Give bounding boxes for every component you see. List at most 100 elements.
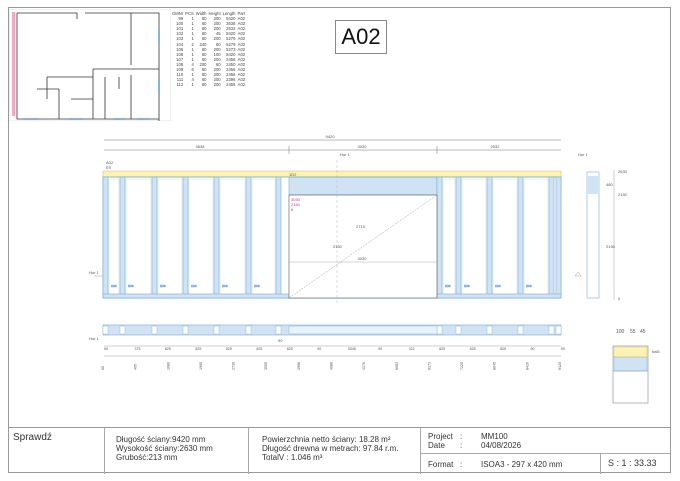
plan-dim-label: 90 xyxy=(561,347,565,351)
plan-dim-label: 825 xyxy=(470,347,476,351)
section-tag: bal5 xyxy=(652,349,660,354)
right-dim-2: 480 xyxy=(606,182,613,187)
pieces-cell: 9420 xyxy=(226,16,236,22)
plan-dim-label: 3046 xyxy=(348,347,356,351)
wall-panel xyxy=(125,178,152,297)
stud-label: 1D8 xyxy=(445,284,451,288)
plan-dim-label: 825 xyxy=(287,347,293,351)
plan-stud xyxy=(455,325,462,335)
plan-dim-label: 90 xyxy=(378,347,382,351)
date-label: Date xyxy=(428,441,445,450)
pieces-cell: 101 xyxy=(176,26,184,32)
pieces-cell: 8420 xyxy=(226,31,236,37)
wall-stud xyxy=(182,176,189,299)
pieces-cell: 2456 xyxy=(226,82,236,88)
pieces-cell: 1 xyxy=(191,46,194,52)
pieces-cell: 4 xyxy=(191,77,194,83)
plan-dim-label: 90 xyxy=(531,347,535,351)
pieces-cell: 1 xyxy=(191,56,194,62)
section-dim-2: 55 xyxy=(630,329,636,335)
pieces-cell: 1 xyxy=(191,36,194,42)
plan-top-dim: 90 xyxy=(278,338,283,343)
pieces-cell: 4 xyxy=(191,61,194,67)
pieces-cell: 60 xyxy=(201,46,207,52)
pieces-header-cell: GMNr xyxy=(172,11,184,16)
pieces-cell: A02 xyxy=(237,67,246,73)
pieces-cell: A02 xyxy=(237,16,246,22)
pieces-cell: 1 xyxy=(191,16,194,22)
wall-panel xyxy=(219,178,246,297)
plan-dim-label: 825 xyxy=(256,347,262,351)
pieces-cell: 3638 xyxy=(226,21,236,27)
wall-stud xyxy=(486,176,493,299)
pieces-cell: 1 xyxy=(191,82,194,88)
plan-stud xyxy=(182,325,189,335)
pieces-cell: 102 xyxy=(176,31,184,37)
plan-stud xyxy=(555,325,562,335)
pieces-cell: 45 xyxy=(215,31,221,37)
plan-stud xyxy=(517,325,524,335)
pieces-cell: 240 xyxy=(199,41,207,47)
pieces-cell: 200 xyxy=(213,21,221,27)
pieces-cell: 60 xyxy=(201,21,207,27)
pieces-cell: A02 xyxy=(237,36,246,42)
pieces-cell: 2456 xyxy=(226,72,236,78)
pieces-cell: 2396 xyxy=(226,77,236,83)
wall-stud xyxy=(275,176,282,299)
plan-dim-label: 4176 xyxy=(362,362,366,370)
total-volume: TotalV : 1.046 m³ xyxy=(262,453,323,462)
pieces-cell: 8420 xyxy=(226,51,236,57)
plan-dim-label: 3555 xyxy=(264,362,268,370)
pieces-cell: 2456 xyxy=(226,67,236,73)
plan-dim-label: 825 xyxy=(195,347,201,351)
plan-dim-label: 8045 xyxy=(493,362,497,370)
pieces-cell: 60 xyxy=(201,72,207,78)
pieces-cell: 5273 xyxy=(226,46,236,52)
wall-stud xyxy=(548,176,555,299)
plan-dim-label: 4086 xyxy=(330,362,334,370)
pieces-cell: 200 xyxy=(213,82,221,88)
pieces-cell: 99 xyxy=(178,16,184,22)
wall-tag: A02 xyxy=(106,160,114,165)
right-dim-5: 0 xyxy=(618,296,621,301)
pieces-cell: 2 xyxy=(191,41,194,47)
pieces-cell: 60 xyxy=(201,31,207,37)
pieces-cell: 200 xyxy=(213,72,221,78)
pieces-cell: 60 xyxy=(201,36,207,42)
plan-dim-label: 6173 xyxy=(427,362,431,370)
pieces-cell: A02 xyxy=(237,51,246,57)
sheet-frame xyxy=(8,7,671,473)
level-label-left: Hor 1 xyxy=(89,270,100,275)
wall-panel xyxy=(188,178,214,297)
plan-stud xyxy=(548,325,555,335)
date-value: 04/08/2026 xyxy=(481,441,522,450)
wall-panel xyxy=(251,178,276,297)
pieces-cell: 60 xyxy=(201,77,207,83)
pieces-cell: A02 xyxy=(237,26,246,32)
pieces-header-cell: Width xyxy=(195,11,207,16)
plan-dim-label: 1905 xyxy=(199,362,203,370)
level-label-top: Hor 1 xyxy=(340,152,351,157)
pieces-cell: A02 xyxy=(237,82,246,88)
plan-dim-label: 322 xyxy=(409,347,415,351)
timber-length: Długość drewna w metrach: 97.84 r.m. xyxy=(262,444,399,453)
plan-stud xyxy=(245,325,252,335)
pieces-cell: A02 xyxy=(237,56,246,62)
plan-dim-label: 825 xyxy=(226,347,232,351)
pieces-cell: 5279 xyxy=(226,41,236,47)
project-value: MM100 xyxy=(481,432,508,441)
pieces-cell: 1 xyxy=(191,72,194,78)
pieces-cell: 200 xyxy=(213,36,221,42)
opening-tag: E9 xyxy=(106,165,112,170)
top-plate-tag: 1D2 xyxy=(289,172,297,177)
project-colon: : xyxy=(460,432,463,441)
plan-dim-label: 2730 xyxy=(232,362,236,370)
pieces-cell: A02 xyxy=(237,41,246,47)
stud-label: 1D8 xyxy=(111,284,117,288)
wall-panel xyxy=(108,178,120,297)
